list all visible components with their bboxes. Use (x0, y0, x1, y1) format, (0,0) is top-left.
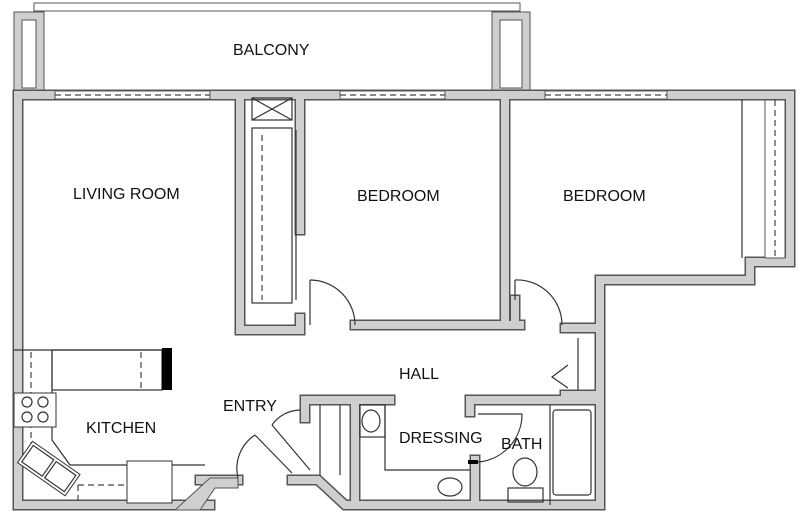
fridge-marker (162, 348, 172, 390)
closet (251, 97, 297, 304)
room-label-living-room: LIVING ROOM (73, 186, 180, 203)
room-label-hall: HALL (399, 366, 440, 383)
room-label-dressing: DRESSING (399, 430, 483, 447)
windows (54, 90, 786, 259)
bath-fixtures (319, 404, 592, 505)
balcony-rail (33, 2, 521, 12)
walls (12, 89, 796, 511)
stove (13, 392, 57, 428)
kitchen-fixtures (13, 348, 205, 504)
room-label-balcony: BALCONY (233, 42, 310, 59)
balcony-pillars (13, 11, 531, 97)
room-label-entry: ENTRY (223, 398, 277, 415)
room-label-bedroom-2: BEDROOM (563, 188, 646, 205)
sink (16, 440, 81, 497)
room-label-bath: BATH (501, 436, 543, 453)
doors (236, 279, 579, 479)
room-label-bedroom-1: BEDROOM (357, 188, 440, 205)
room-label-kitchen: KITCHEN (86, 420, 157, 437)
